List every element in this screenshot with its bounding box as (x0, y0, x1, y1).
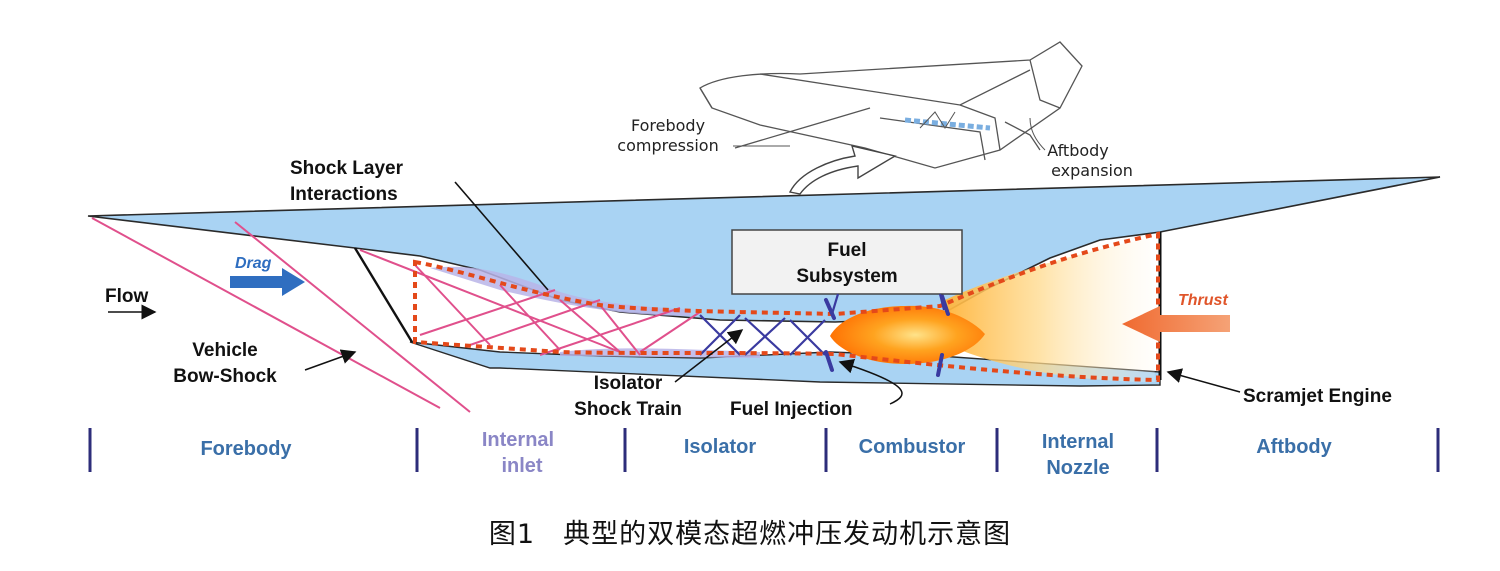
isolator-shock-train-line2: Shock Train (574, 399, 682, 420)
fuel-injectors (824, 294, 950, 377)
bow-shock-line1: Vehicle (192, 340, 258, 361)
isolator-shock-train-line1: Isolator (594, 373, 663, 394)
region-aftbody: Aftbody (1256, 436, 1332, 458)
isolator-leader (674, 329, 744, 383)
combustion-flame (830, 305, 985, 364)
aftbody-expansion-line1: Aftbody (1047, 141, 1109, 160)
drag-arrow-icon (230, 268, 305, 296)
boundary-layer-top (430, 266, 690, 316)
fuel-subsystem-box (731, 229, 963, 295)
inlet-leading-edge (353, 247, 414, 343)
region-forebody: Forebody (200, 438, 292, 460)
region-internal-inlet-line1: Internal (482, 429, 554, 451)
aftbody-expansion-line2: expansion (1051, 161, 1133, 180)
region-isolator: Isolator (684, 436, 756, 458)
thrust-arrow-icon (1122, 306, 1230, 342)
forebody-compression-line2: compression (617, 136, 718, 155)
shock-layer-leader (454, 181, 549, 291)
vehicle-sketch (699, 41, 1083, 169)
bow-shock-leader (304, 349, 357, 371)
thrust-label: Thrust (1178, 292, 1228, 309)
shock-layer-line2: Interactions (290, 184, 398, 205)
fuel-injection-leader (838, 358, 903, 405)
region-combustor: Combustor (859, 436, 966, 458)
isolator-shock-train (699, 314, 826, 356)
flow-label: Flow (105, 286, 148, 307)
scramjet-leader (1166, 368, 1241, 393)
region-dividers (88, 428, 1440, 472)
fuel-line-left (830, 293, 840, 315)
region-internal-nozzle-line2: Nozzle (1046, 457, 1109, 479)
region-internal-nozzle-line1: Internal (1042, 431, 1114, 453)
fuel-subsystem-line1: Fuel (827, 240, 866, 261)
fuel-line-right (938, 293, 946, 311)
scramjet-engine-label: Scramjet Engine (1243, 386, 1392, 407)
aftbody-expansion-leader (1029, 117, 1046, 151)
shock-layer-line1: Shock Layer (290, 158, 404, 179)
flow-arrow-to-vehicle (788, 145, 897, 195)
bow-shock-line2: Bow-Shock (173, 366, 277, 387)
fuel-injection-label: Fuel Injection (730, 399, 852, 420)
region-internal-inlet-line2: inlet (501, 455, 542, 477)
exhaust-plume (945, 238, 1155, 382)
forebody-compression-line1: Forebody (631, 116, 705, 135)
figure-caption: 图1 典型的双模态超燃冲压发动机示意图 (488, 519, 1012, 550)
flowpath-outline (413, 231, 1160, 383)
shock-lines (91, 217, 701, 413)
drag-label: Drag (235, 255, 272, 272)
fuel-subsystem-line2: Subsystem (796, 266, 897, 287)
